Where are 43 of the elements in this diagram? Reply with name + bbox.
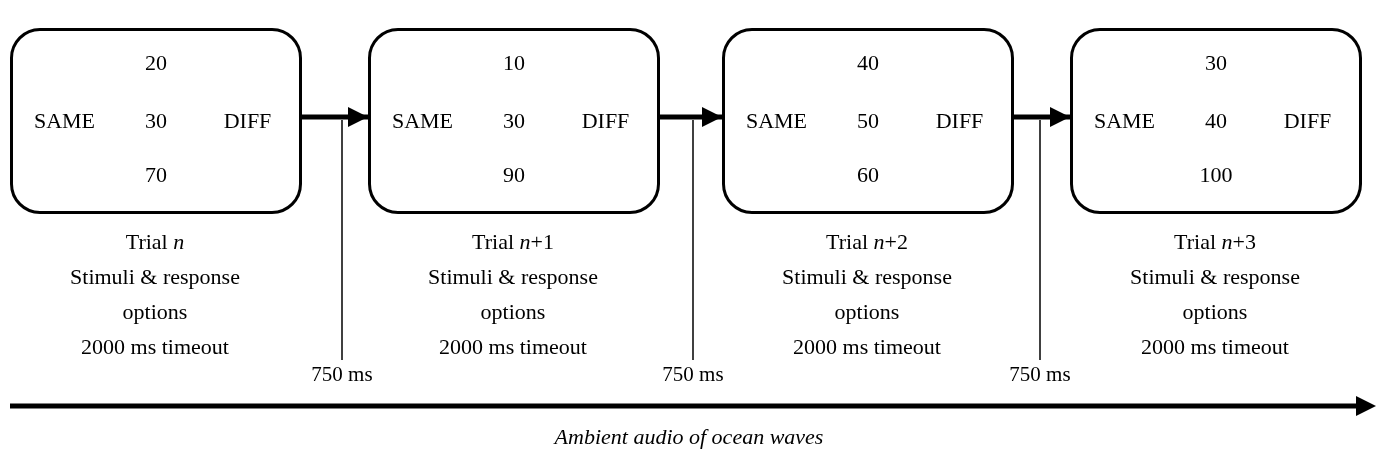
stimulus-text: 10 xyxy=(503,52,525,75)
trial-caption: Stimuli & response options xyxy=(427,263,599,326)
stimulus-text: SAME xyxy=(33,110,96,132)
trial-box xyxy=(368,28,660,214)
trial-caption: Trial n+2 xyxy=(826,228,908,256)
stimulus-text: 30 xyxy=(145,110,167,132)
trial-caption: Stimuli & response options xyxy=(1129,263,1301,326)
stimulus-text: DIFF xyxy=(581,110,630,132)
stimulus-text: 40 xyxy=(1205,110,1227,132)
stimulus-text: DIFF xyxy=(223,110,272,132)
trial-caption: 2000 ms timeout xyxy=(793,333,941,361)
trial-caption: Stimuli & response options xyxy=(781,263,953,326)
stimulus-text: 30 xyxy=(503,110,525,132)
arrow xyxy=(660,107,722,127)
trial-box xyxy=(1070,28,1362,214)
stimulus-text: SAME xyxy=(745,110,808,132)
stimulus-text: DIFF xyxy=(1283,110,1332,132)
stimulus-text: DIFF xyxy=(935,110,984,132)
interval-label: 750 ms xyxy=(662,362,724,387)
stimulus-text: 40 xyxy=(857,52,879,75)
stimulus-text: 90 xyxy=(503,164,525,186)
stimulus-text: SAME xyxy=(391,110,454,132)
stimulus-text: 50 xyxy=(857,110,879,132)
interval-label: 750 ms xyxy=(1009,362,1071,387)
stimulus-text: SAME xyxy=(1093,110,1156,132)
stimulus-text: 70 xyxy=(145,164,167,186)
trial-caption: Trial n+1 xyxy=(472,228,554,256)
interval-label: 750 ms xyxy=(311,362,373,387)
caption: Ambient audio of ocean waves xyxy=(552,424,825,450)
trial-caption: 2000 ms timeout xyxy=(81,333,229,361)
trial-box xyxy=(10,28,302,214)
stimulus-text: 60 xyxy=(857,164,879,186)
stimulus-text: 30 xyxy=(1205,52,1227,75)
trial-caption: 2000 ms timeout xyxy=(1141,333,1289,361)
trial-caption: 2000 ms timeout xyxy=(439,333,587,361)
trial-box xyxy=(722,28,1014,214)
stimulus-text: 100 xyxy=(1199,164,1233,186)
stimulus-text: 20 xyxy=(145,52,167,75)
trial-caption: Trial n+3 xyxy=(1174,228,1256,256)
trial-caption: Trial n xyxy=(125,228,185,256)
trial-caption: Stimuli & response options xyxy=(69,263,241,326)
arrow xyxy=(302,107,368,127)
arrow xyxy=(1014,107,1070,127)
